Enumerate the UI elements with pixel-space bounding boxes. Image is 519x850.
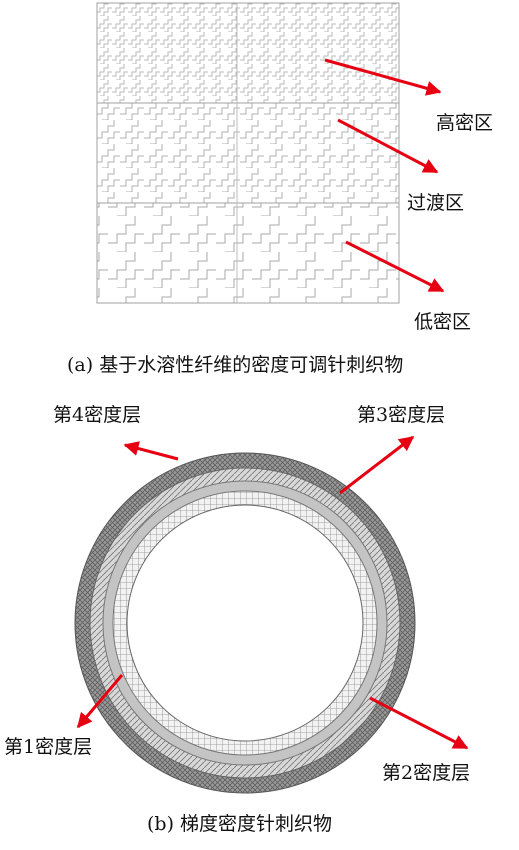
arrow-layer-4 <box>123 441 179 461</box>
ring-core <box>126 504 364 742</box>
caption-b: (b) 梯度密度针刺织物 <box>147 813 333 835</box>
caption-a: (a) 基于水溶性纤维的密度可调针刺织物 <box>67 354 404 376</box>
label-layer-1: 第1密度层 <box>4 736 93 758</box>
label-layer-4: 第4密度层 <box>53 404 142 426</box>
zone-low <box>96 202 400 304</box>
arrow-layer-3 <box>339 435 415 495</box>
fabric-block <box>96 2 400 304</box>
arrow-layer-1 <box>76 674 124 729</box>
label-high-zone: 高密区 <box>436 112 494 134</box>
arrow-transition <box>337 118 439 174</box>
arrow-high <box>324 58 442 96</box>
label-transition-zone: 过渡区 <box>407 192 465 214</box>
gradient-rings <box>74 452 416 794</box>
zone-transition <box>96 102 400 204</box>
label-layer-3: 第3密度层 <box>357 404 446 426</box>
arrow-layer-2 <box>369 696 469 750</box>
zone-high <box>96 2 400 104</box>
label-low-zone: 低密区 <box>414 311 472 333</box>
arrow-low <box>345 240 445 293</box>
label-layer-2: 第2密度层 <box>382 762 471 784</box>
